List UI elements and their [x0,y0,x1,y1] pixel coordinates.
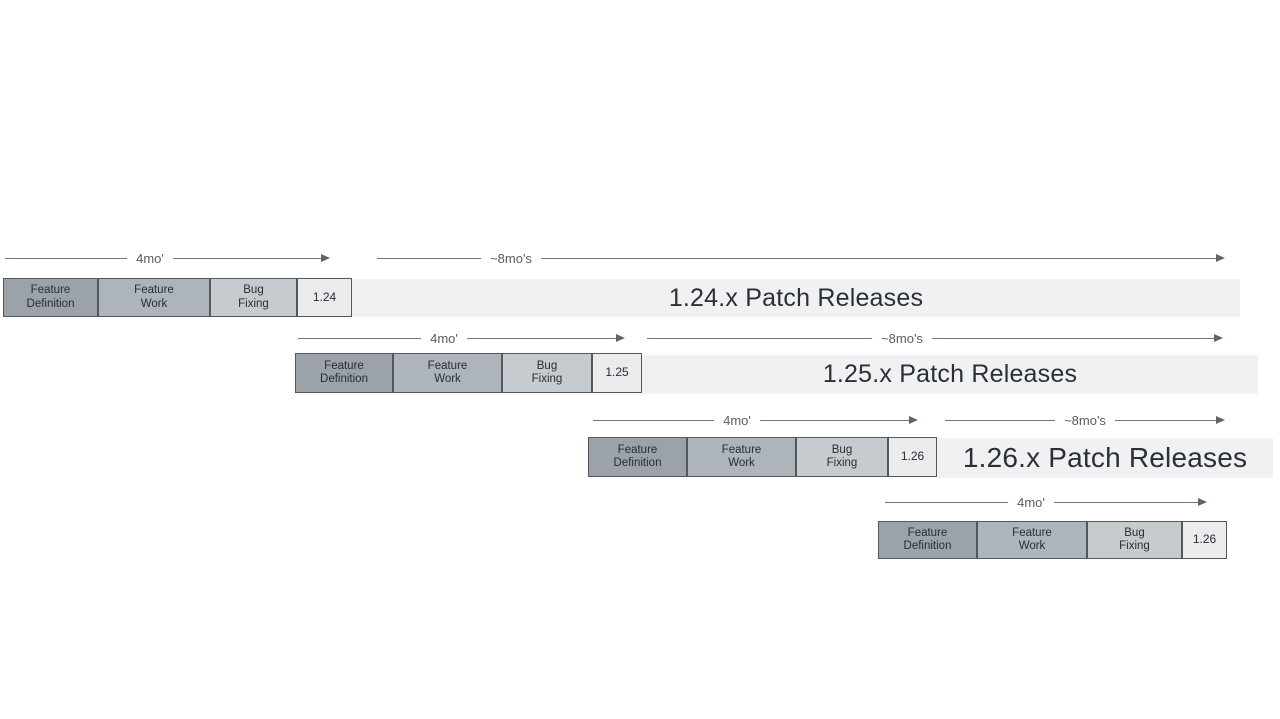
version-box: 1.24 [297,278,352,317]
arrow-head-icon [1214,334,1223,342]
phase-label: Bug Fixing [1119,526,1150,553]
phase-label: Bug Fixing [238,284,269,310]
version-label: 1.25 [605,365,629,380]
phase-box-feature-work: Feature Work [98,278,210,317]
arrow-head-icon [321,254,330,262]
phase-box-feature-definition: Feature Definition [295,353,393,393]
phase-box-bug-fixing: Bug Fixing [796,437,888,477]
phase-box-bug-fixing: Bug Fixing [210,278,297,317]
phase-box-bug-fixing: Bug Fixing [502,353,592,393]
patch-releases-bar: 1.25.x Patch Releases [642,355,1258,394]
arrow-head-icon [909,416,918,424]
phase-box-feature-work: Feature Work [977,521,1087,559]
version-label: 1.26 [900,449,925,464]
dev-duration-label: 4mo' [421,330,467,347]
phase-box-feature-definition: Feature Definition [588,437,687,477]
patch-releases-label: 1.25.x Patch Releases [822,360,1078,388]
patch-releases-bar: 1.24.x Patch Releases [352,279,1240,317]
phase-box-bug-fixing: Bug Fixing [1087,521,1182,559]
phase-label: Feature Definition [903,526,952,553]
dev-duration-label: 4mo' [127,250,173,267]
patch-releases-label: 1.24.x Patch Releases [668,283,924,312]
phase-box-feature-definition: Feature Definition [878,521,977,559]
dev-duration-label: 4mo' [714,412,760,429]
patch-duration-label: ~8mo's [872,330,932,347]
arrow-head-icon [1198,498,1207,506]
arrow-head-icon [616,334,625,342]
phase-label: Feature Definition [613,443,662,470]
version-label: 1.26 [1192,532,1217,547]
phase-label: Feature Definition [26,284,75,310]
phase-label: Feature Work [1012,526,1052,553]
patch-duration-label: ~8mo's [1055,412,1115,429]
phase-label: Feature Work [134,284,174,310]
phase-box-feature-work: Feature Work [687,437,796,477]
phase-box-feature-definition: Feature Definition [3,278,98,317]
version-box: 1.26 [1182,521,1227,559]
patch-releases-label: 1.26.x Patch Releases [962,442,1248,473]
patch-duration-label: ~8mo's [481,250,541,267]
phase-label: Feature Work [427,359,468,386]
phase-box-feature-work: Feature Work [393,353,502,393]
arrow-head-icon [1216,254,1225,262]
phase-label: Feature Work [721,443,762,470]
arrow-line [377,258,1218,259]
version-box: 1.25 [592,353,642,393]
arrow-head-icon [1216,416,1225,424]
dev-duration-label: 4mo' [1008,494,1054,511]
version-box: 1.26 [888,437,937,477]
phase-label: Bug Fixing [531,359,563,386]
phase-label: Feature Definition [320,359,368,386]
phase-label: Bug Fixing [826,443,858,470]
version-label: 1.24 [312,289,337,304]
patch-releases-bar: 1.26.x Patch Releases [937,438,1273,478]
